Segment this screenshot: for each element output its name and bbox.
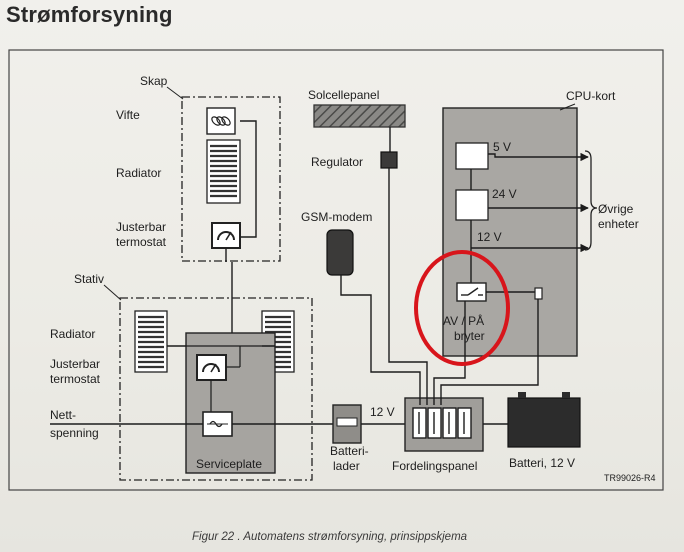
cpu-to-fordeling-wire-b xyxy=(433,301,466,405)
solcellepanel-label: Solcellepanel xyxy=(308,88,379,102)
thermostat-dial-icon xyxy=(217,231,235,241)
skap-label: Skap xyxy=(140,74,168,88)
vifte-label: Vifte xyxy=(116,108,140,122)
ovrige-label-1: Øvrige xyxy=(598,202,634,216)
termostat-stativ-box xyxy=(196,354,227,381)
gsm-modem-box xyxy=(326,229,354,276)
regulator-label: Regulator xyxy=(311,155,363,169)
skap-group-border xyxy=(181,96,281,262)
indicator-lamp xyxy=(534,287,543,300)
v12-line-label: 12 V xyxy=(370,405,395,419)
regulator-to-fordeling-wire xyxy=(388,168,428,405)
gsm-modem-label: GSM-modem xyxy=(301,210,372,224)
stativ-group-border xyxy=(119,297,313,481)
solcellepanel-box xyxy=(313,104,406,128)
stativ-leader xyxy=(103,284,122,301)
justerbar-stativ-label-1: Justerbar xyxy=(50,357,100,371)
fan-icon xyxy=(211,116,231,126)
vifte-box xyxy=(206,107,236,135)
radiator-skap xyxy=(206,139,241,204)
page-title: Strømforsyning xyxy=(6,2,173,27)
regulator-box xyxy=(380,151,398,169)
ac-converter-icon xyxy=(207,420,228,428)
figure-caption: Figur 22 . Automatens strømforsyning, pr… xyxy=(192,531,468,543)
justerbar-skap-label-2: termostat xyxy=(116,235,167,249)
nett-label-2: spenning xyxy=(50,426,99,440)
fordelingspanel-label: Fordelingspanel xyxy=(392,459,477,473)
skap-wire-right xyxy=(240,120,257,238)
cpu-to-fordeling-wire-a xyxy=(440,299,539,405)
fordelingspanel-fuses xyxy=(412,407,472,439)
outer-frame xyxy=(8,49,664,491)
justerbar-stativ-label-2: termostat xyxy=(50,372,101,386)
ovrige-brace xyxy=(584,150,598,251)
batterilader-label-1: Batteri- xyxy=(330,444,369,458)
reg-5v-box xyxy=(455,142,489,170)
batterilader-label-2: lader xyxy=(333,459,360,473)
batteri-terminal-right xyxy=(562,392,570,398)
radiator-skap-label: Radiator xyxy=(116,166,161,180)
v24-label: 24 V xyxy=(492,187,517,201)
batteri-terminal-left xyxy=(518,392,526,398)
skap-leader xyxy=(166,86,184,100)
v5-label: 5 V xyxy=(493,140,511,154)
av-pa-label-1: AV / PÅ xyxy=(443,313,484,328)
highlight-circle xyxy=(414,250,510,366)
batteri-label: Batteri, 12 V xyxy=(509,456,575,470)
av-pa-label-2: bryter xyxy=(454,329,485,343)
radiator-stativ-left xyxy=(134,310,168,373)
thermostat-dial-icon-stativ xyxy=(202,363,220,373)
switch-icon xyxy=(461,287,483,296)
stativ-label: Stativ xyxy=(74,272,104,286)
gsm-to-fordeling-wire xyxy=(340,275,421,405)
batteri-box xyxy=(507,397,581,448)
ovrige-label-2: enheter xyxy=(598,217,639,231)
termostat-skap-box xyxy=(211,222,241,249)
drawing-code: TR99026-R4 xyxy=(604,473,656,483)
cpu-kort-label: CPU-kort xyxy=(566,89,616,103)
reg-24v-box xyxy=(455,189,489,221)
batterilader-display xyxy=(336,417,358,427)
cpu-kort-leader xyxy=(559,103,576,111)
radiator-stativ-label: Radiator xyxy=(50,327,95,341)
out-5v-arrow xyxy=(488,152,589,162)
v12-cpu-label: 12 V xyxy=(477,230,502,244)
serviceplate-label: Serviceplate xyxy=(196,457,262,471)
justerbar-skap-label-1: Justerbar xyxy=(116,220,166,234)
nett-label-1: Nett- xyxy=(50,408,76,422)
